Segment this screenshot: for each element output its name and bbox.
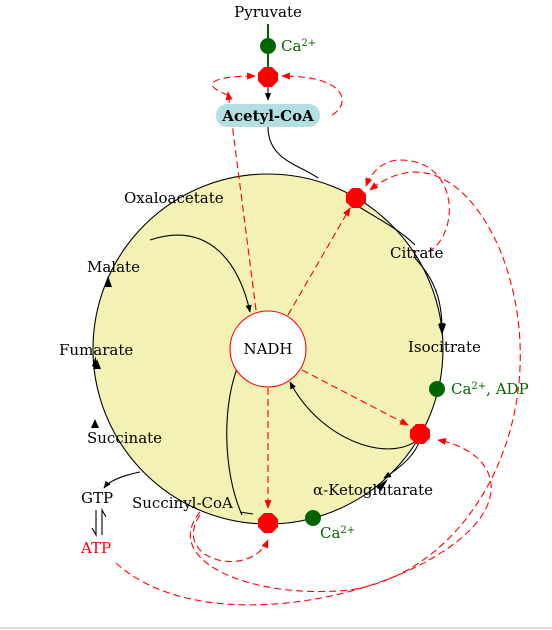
atp-label: ATP [80, 539, 111, 557]
fumarate-label: Fumarate [59, 341, 133, 359]
idh-activator-label: Ca2+, ADP [451, 380, 529, 398]
gtp-atp-harpoon-down [91, 510, 97, 538]
cycle-arrowhead-succinate [91, 419, 99, 428]
nadh-inhibits-cs-arrow [287, 207, 351, 316]
malate-label: Malate [87, 258, 140, 276]
cycle-arrowhead-akg [376, 479, 388, 491]
citrate-label: Citrate [390, 244, 443, 262]
pyruvate-label: Pyruvate [234, 3, 302, 21]
cs-inhibition-octagon [346, 188, 366, 208]
akgdh-to-succinylcoa-line [239, 511, 254, 515]
oxaloacetate-label: Oxaloacetate [124, 189, 224, 207]
citrate-arc [355, 204, 416, 246]
gtp-arrow [103, 471, 141, 489]
cycle-arrowhead-fumarate-b [93, 359, 101, 369]
succinylcoa-inhibits-akgdh-arrow [192, 514, 269, 563]
acetyl-coa-label: Acetyl-CoA [221, 107, 314, 125]
akgdh-activator-label: Ca2+ [320, 524, 355, 542]
cycle-arrowhead-malate [104, 276, 112, 287]
nadh-inhibits-idh-arrow [301, 369, 409, 426]
nadh-label: NADH [243, 340, 292, 358]
nadh-pdh-loop-arrow [211, 72, 256, 96]
alpha-ketoglutarate-label: α-Ketoglutarate [313, 481, 433, 499]
gtp-label: GTP [81, 489, 113, 507]
nadh-node [229, 310, 307, 388]
nadh-inhibits-pdh-arrow [225, 91, 257, 311]
idh-activator-circle [429, 381, 445, 397]
succinyl-coa-label: Succinyl-CoA [132, 494, 233, 512]
succinylcoa-inhibits-cs-arrow [189, 171, 521, 593]
pdh-inhibition-octagon [258, 67, 278, 87]
acetylcoa-entry-arrow [267, 126, 319, 179]
acetylcoa-inhibits-pdh-arrow [281, 72, 343, 116]
akgdh-activator-circle [305, 510, 321, 526]
citrate-inhibits-cs-arrow [365, 159, 450, 253]
pdh-activator-circle [260, 38, 276, 54]
akgdh-inhibition-octagon [258, 513, 278, 533]
atp-inhibits-idh-arrow [115, 438, 492, 606]
atp-gtp-harpoon-up [101, 507, 107, 535]
acetyl-coa-box [216, 104, 320, 127]
isocitrate-label: Isocitrate [408, 338, 481, 356]
citrate-to-isocitrate-arrow [414, 257, 446, 331]
akgdh-nadh-arrow [226, 361, 243, 516]
idh-inhibition-octagon [410, 424, 430, 444]
idh-nadh-arrow [289, 381, 421, 450]
malate-nadh-arrow [149, 234, 252, 313]
succinate-label: Succinate [87, 429, 162, 447]
pdh-activator-label: Ca2+ [281, 37, 316, 55]
